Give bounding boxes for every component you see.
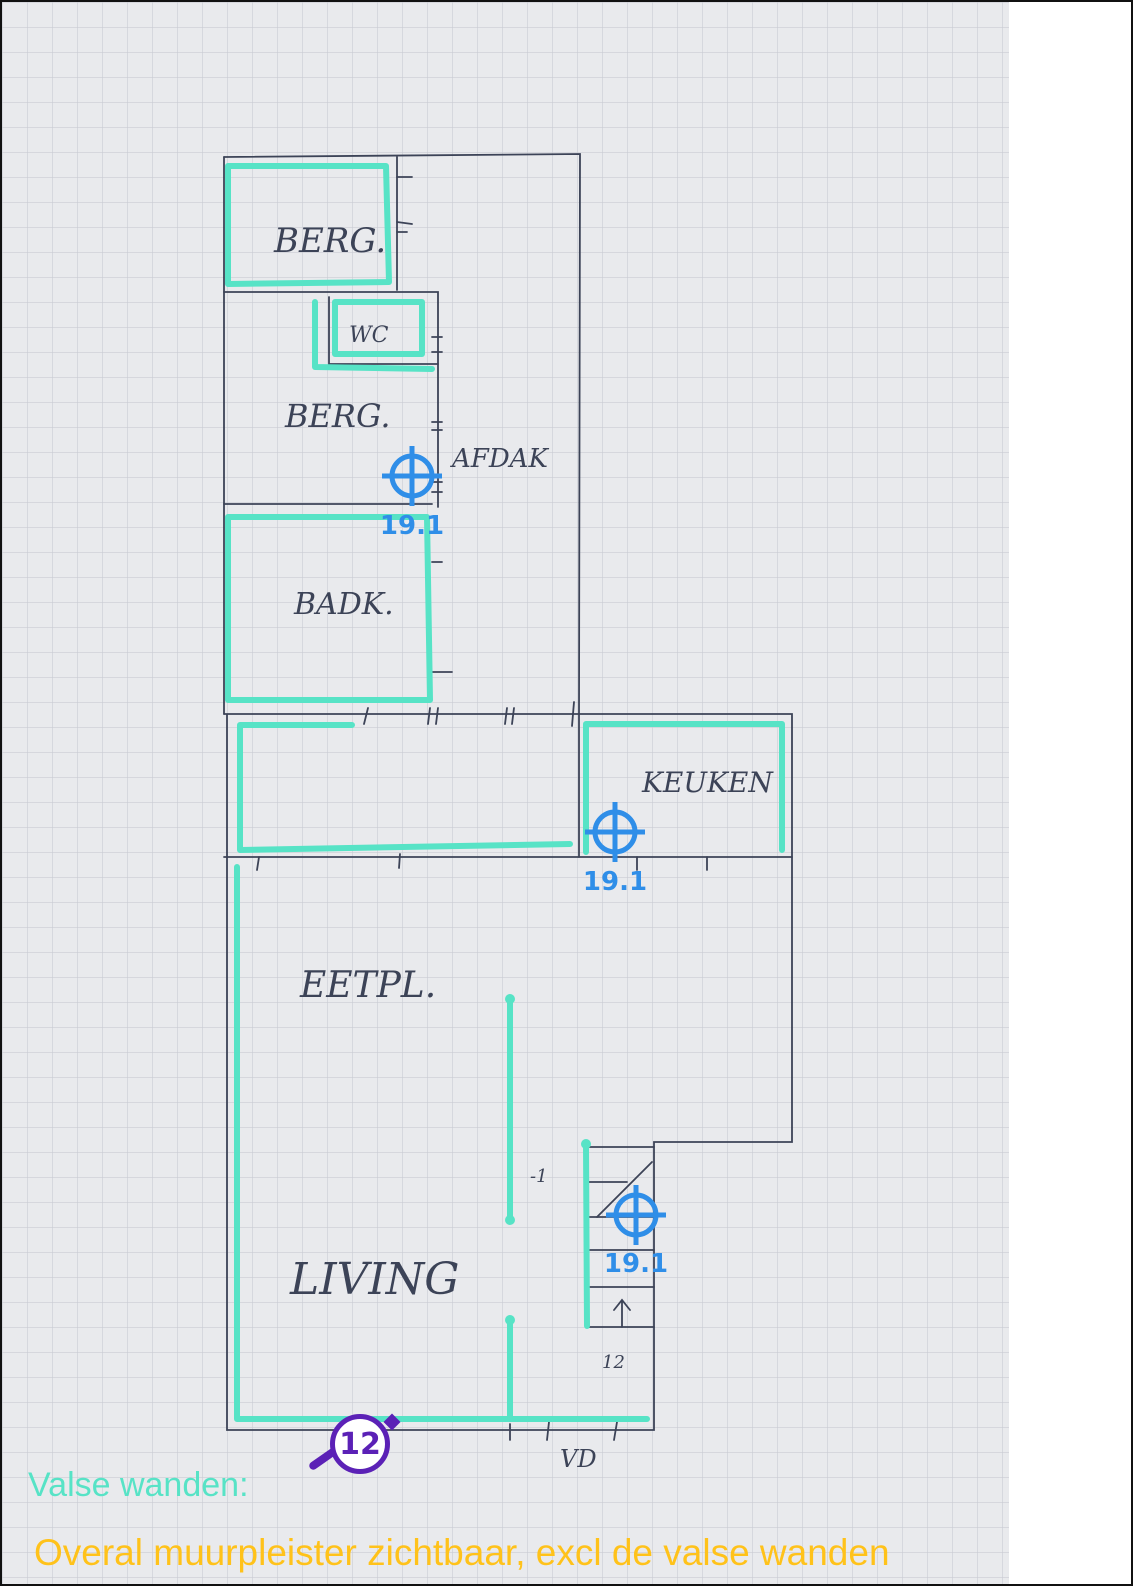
comment-count: 12: [330, 1414, 390, 1474]
room-label-badk: BADK.: [293, 587, 394, 622]
floorplan-sketch: BERG. WC BERG. AFDAK BADK. KEUKEN EETPL.…: [2, 2, 1009, 1584]
false-wall-badk: [225, 514, 433, 703]
stairs-count-label: 12: [602, 1352, 625, 1373]
room-label-afdak: AFDAK: [450, 444, 549, 474]
vd-label: VD: [560, 1445, 597, 1473]
false-walls-note: Valse wanden:: [28, 1466, 249, 1504]
false-wall-berg: [225, 163, 392, 287]
false-wall-wc-outer: [312, 299, 435, 372]
room-label-keuken: KEUKEN: [641, 766, 774, 799]
false-wall-wc: [332, 299, 425, 357]
stairs-step-label: -1: [530, 1166, 548, 1187]
false-wall-stairs: [583, 1141, 590, 1329]
comment-badge[interactable]: 12: [302, 1410, 412, 1490]
measurement-value: 19.1: [380, 511, 444, 541]
false-wall-keuken: [583, 721, 785, 855]
false-wall-hall: [237, 722, 573, 853]
plaster-note: Overal muurpleister zichtbaar, excl de v…: [34, 1532, 890, 1573]
measurement-value: 19.1: [604, 1249, 668, 1279]
false-walls: [225, 163, 785, 1422]
measurement-marker-2[interactable]: 19.1: [583, 802, 647, 897]
measurement-marker-1[interactable]: 19.1: [380, 446, 444, 541]
crosshair-icon: [382, 446, 442, 506]
false-wall-joints: [505, 994, 591, 1325]
room-label-living: LIVING: [289, 1254, 459, 1305]
room-label-berg-mid: BERG.: [284, 397, 391, 435]
room-label-wc: WC: [349, 323, 389, 348]
crosshair-icon: [585, 802, 645, 862]
room-labels: BERG. WC BERG. AFDAK BADK. KEUKEN EETPL.…: [273, 221, 774, 1473]
badge-pointer: [383, 1413, 401, 1431]
crosshair-icon: [606, 1185, 666, 1245]
room-label-eetpl: EETPL.: [299, 965, 436, 1006]
room-label-berg-top: BERG.: [273, 221, 386, 261]
measurement-marker-3[interactable]: 19.1: [604, 1185, 668, 1279]
paper-grid: [2, 2, 1009, 1584]
measurement-value: 19.1: [583, 867, 647, 897]
